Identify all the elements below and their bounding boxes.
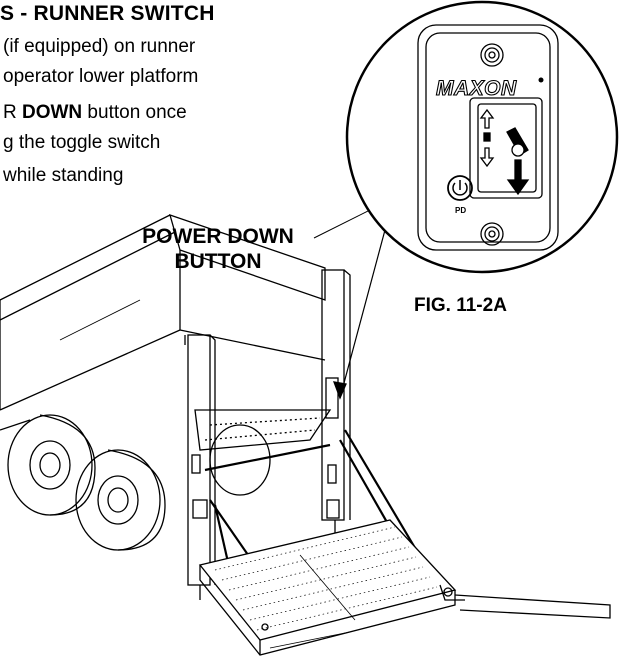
body-line-2: operator lower platform bbox=[3, 66, 199, 87]
lift-platform bbox=[198, 519, 611, 656]
power-down-button-callout: POWER DOWN BUTTON bbox=[142, 225, 294, 273]
control-panel bbox=[417, 24, 559, 251]
right-standard bbox=[321, 269, 351, 560]
magnifier-leader-line bbox=[339, 229, 386, 399]
panel-brand-logo: MAXON bbox=[436, 77, 517, 100]
body-line-1: (if equipped) on runner bbox=[3, 36, 196, 57]
body-line-3: R DOWN button once bbox=[3, 102, 187, 123]
body-line-3-bold: DOWN bbox=[22, 102, 83, 123]
left-standard bbox=[187, 334, 216, 600]
magnifier-circle bbox=[345, 0, 619, 274]
panel-button-label: PD bbox=[455, 206, 466, 215]
body-line-4: g the toggle switch bbox=[3, 132, 161, 153]
figure-label: FIG. 11-2A bbox=[414, 295, 507, 316]
leader-arrowhead bbox=[332, 381, 347, 400]
section-heading: S - RUNNER SWITCH bbox=[0, 2, 215, 25]
body-line-5: while standing bbox=[3, 165, 124, 186]
